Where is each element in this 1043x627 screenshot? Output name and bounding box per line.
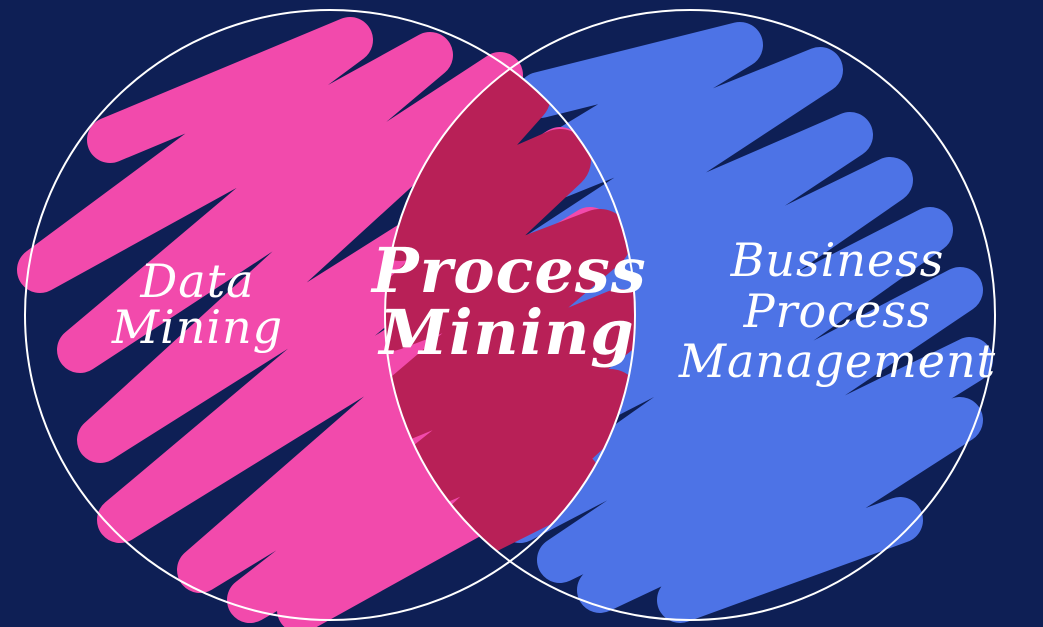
left-circle-outline [24, 9, 636, 621]
process-mining-label: Process Mining [372, 234, 647, 369]
business-process-management-label: Business Process Management [650, 235, 1025, 387]
data-mining-label: Data Mining [90, 258, 305, 350]
data-mining-line-2: Mining [111, 300, 284, 354]
data-mining-line-1: Data [140, 254, 255, 308]
bpm-line-1: Business [730, 233, 945, 287]
right-scribble [437, 22, 993, 623]
process-mining-line-1: Process [372, 234, 647, 307]
process-mining-line-2: Mining [379, 296, 635, 369]
left-scribble [17, 17, 633, 627]
bpm-line-3: Management [678, 334, 997, 389]
bpm-line-2: Process [743, 283, 932, 338]
right-circle-outline [384, 9, 996, 621]
overlap-scribble [385, 64, 635, 561]
